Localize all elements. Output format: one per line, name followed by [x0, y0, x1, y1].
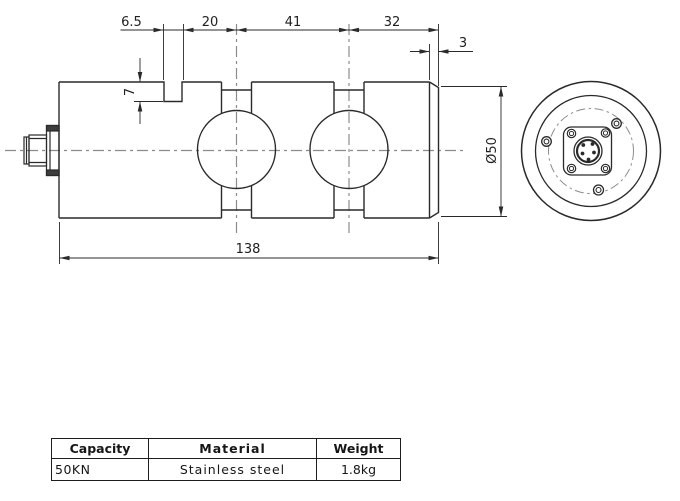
spec-weight-value: 1.8kg — [316, 458, 401, 481]
end-view — [520, 80, 662, 222]
dim-hole-spacing-label: 41 — [285, 15, 302, 30]
side-view — [58, 81, 440, 219]
spec-table-header-row: Capacity Material Weight — [51, 438, 401, 459]
groove1-top — [220, 82, 253, 114]
spec-table-data-row: 50KN Stainless steel 1.8kg — [51, 458, 401, 481]
end-view-outer-circle — [520, 80, 662, 222]
body-top-edge-left — [59, 81, 222, 103]
dim-notch-to-hole-label: 20 — [202, 15, 219, 30]
dim-diameter-label: Ø50 — [485, 137, 500, 164]
centerlines — [5, 24, 467, 233]
spec-material-value: Stainless steel — [148, 458, 317, 481]
plate-screws — [566, 128, 611, 174]
groove1-bottom — [220, 185, 253, 218]
socket-pins — [580, 142, 596, 162]
spec-header-weight: Weight — [316, 438, 401, 459]
cable-connector — [23, 124, 60, 177]
end-cap-face — [429, 81, 440, 219]
spec-header-capacity: Capacity — [51, 438, 149, 459]
dim-notch-depth-label: 7 — [123, 88, 138, 96]
cable-socket — [573, 136, 603, 166]
connector-knurl-bottom — [45, 169, 60, 177]
connector-knurl-top — [45, 124, 60, 132]
dimension-labels: 6.5 20 41 32 3 7 Ø50 138 — [121, 15, 500, 257]
spec-header-material: Material — [148, 438, 317, 459]
dimension-lines — [59, 24, 507, 264]
load-hole-2 — [309, 109, 389, 190]
dim-hole-to-end-label: 32 — [384, 15, 401, 30]
spec-capacity-value: 50KN — [51, 458, 149, 481]
dim-overall-length-label: 138 — [236, 242, 261, 257]
dim-notch-width-label: 6.5 — [121, 15, 142, 30]
dimension-arrows — [59, 27, 504, 261]
load-hole-1 — [196, 109, 277, 190]
flange-screws — [541, 118, 622, 196]
bolt-circle-centerline — [548, 108, 634, 194]
groove2-bottom — [333, 185, 365, 218]
groove2-top — [333, 82, 365, 114]
dim-end-cap-label: 3 — [459, 36, 467, 51]
end-view-inner-circle — [534, 94, 648, 208]
spec-table: Capacity Material Weight 50KN Stainless … — [51, 438, 401, 481]
